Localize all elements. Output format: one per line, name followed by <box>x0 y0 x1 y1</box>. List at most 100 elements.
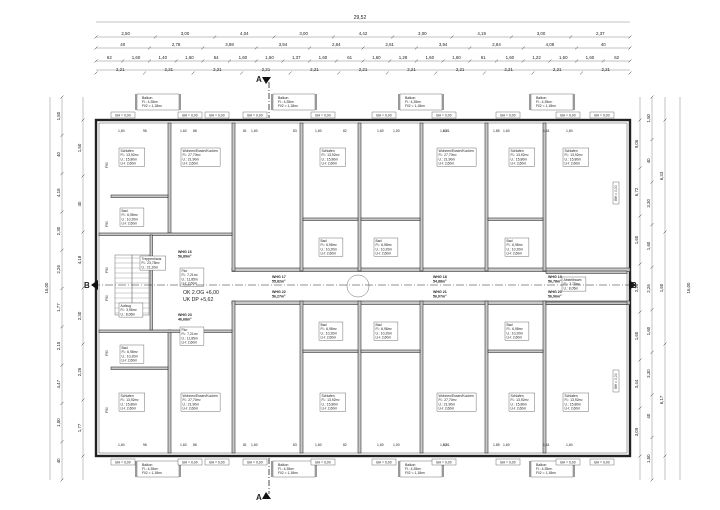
svg-text:Wohnen/Essen/Kochen: Wohnen/Essen/Kochen <box>439 394 474 398</box>
svg-text:Fl.: 7,21m²: Fl.: 7,21m² <box>182 332 199 336</box>
balcony-title: Balkon <box>536 463 546 467</box>
svg-text:Fl.: 3,75m²: Fl.: 3,75m² <box>564 282 581 286</box>
svg-text:Fl.: 13,92m²: Fl.: 13,92m² <box>322 398 341 402</box>
f90-label: F90 <box>105 407 109 413</box>
balcony-area: Fl.: 4,35m² <box>278 100 295 104</box>
svg-text:Bad: Bad <box>122 209 128 213</box>
window-dimension-alt: 86 <box>193 443 197 447</box>
leftdims-value: 1,50 <box>77 143 82 152</box>
bh-label-top: BH = 0,00 <box>310 111 336 119</box>
svg-text:Bad: Bad <box>321 239 327 243</box>
window-dimension-alt: 1,81 <box>443 443 450 447</box>
svg-text:Wohnen/Essen/Kochen: Wohnen/Essen/Kochen <box>439 149 474 153</box>
f90-label: F90 <box>105 162 109 168</box>
window-dimension: 1,60 <box>503 443 510 447</box>
bh-label-top: BH = 0,00 <box>110 111 136 119</box>
row2-value: 3,94 <box>439 42 448 47</box>
right-total-dimension: 16,00 <box>686 282 691 294</box>
rightdims-value: 2,26 <box>634 283 639 292</box>
bh-label-bottom: BH = 0,00 <box>110 458 136 466</box>
svg-text:LH: 2,60m: LH: 2,60m <box>507 252 523 256</box>
row3b-value: 2,21 <box>456 67 465 72</box>
svg-text:U.: 15,80m: U.: 15,80m <box>322 157 339 161</box>
row1-value: 3,00 <box>537 31 546 36</box>
svg-text:Fl.: 27,70m²: Fl.: 27,70m² <box>439 153 458 157</box>
svg-text:LH: 2,60m: LH: 2,60m <box>376 252 392 256</box>
row1-value: 3,00 <box>299 31 308 36</box>
bh-label-bottom: BH = 0,00 <box>177 458 203 466</box>
svg-text:BH = 0,00: BH = 0,00 <box>315 113 330 117</box>
svg-text:Wohnen/Essen/Kochen: Wohnen/Essen/Kochen <box>183 394 218 398</box>
svg-text:Schlafen: Schlafen <box>121 149 134 153</box>
row3-value: 1,60 <box>452 55 461 60</box>
bh-label-bottom: BH = 0,00 <box>242 458 268 466</box>
row3-value: 1,37 <box>292 55 301 60</box>
svg-text:Bad: Bad <box>507 323 513 327</box>
bh-label-top: BH = 0,00 <box>555 111 581 119</box>
bh-label-bottom: BH = 0,00 <box>204 458 230 466</box>
section-b-right: B <box>631 281 637 290</box>
f90-label: F90 <box>105 267 109 273</box>
svg-text:Fl.: 6,98m²: Fl.: 6,98m² <box>122 213 139 217</box>
row3-value: 1,60 <box>372 55 381 60</box>
rightdims-value: 3,30 <box>646 199 651 208</box>
balcony-area: Fl.: 4,35m² <box>142 100 159 104</box>
svg-text:LH: 2,60m: LH: 2,60m <box>322 162 338 166</box>
row3-value: 1,60 <box>586 55 595 60</box>
unit-area: 55,82m² <box>272 280 286 284</box>
rightdims-value: 1,60 <box>659 283 664 292</box>
leftdims-value: 40 <box>77 201 82 206</box>
right-dimension-chains: 1,50403,301,602,261,603,30401,506,331,60… <box>634 95 691 482</box>
window-dimension: 1,60 <box>251 443 258 447</box>
svg-text:LH: 2,60m: LH: 2,60m <box>182 282 198 286</box>
rightdims-value: 1,50 <box>646 454 651 463</box>
leftdims-value: 2,30 <box>77 311 82 320</box>
bh-label-top: BH = 0,00 <box>589 111 615 119</box>
row2-value: 3,98 <box>225 42 234 47</box>
balcony-area: Fl.: 4,35m² <box>536 467 553 471</box>
svg-text:Fl.: 6,98m²: Fl.: 6,98m² <box>507 327 524 331</box>
svg-text:Fl.: 13,92m²: Fl.: 13,92m² <box>121 153 140 157</box>
left-total-dimension: 16,00 <box>44 282 49 294</box>
svg-text:U.: 11,85m: U.: 11,85m <box>182 336 199 340</box>
svg-text:Schlafen: Schlafen <box>511 394 524 398</box>
window-dimensions: 1,601,601,601,601,601,601,601,601,601,60… <box>118 129 573 447</box>
balcony-title: Balkon <box>536 96 546 100</box>
svg-text:LH: 2,60m: LH: 2,60m <box>376 336 392 340</box>
svg-text:LH: 2,60m: LH: 2,60m <box>439 407 455 411</box>
svg-text:LH: 2,60m: LH: 2,60m <box>565 407 581 411</box>
window-dimension: 1,60 <box>440 129 447 133</box>
svg-text:LH: 2,60m: LH: 2,60m <box>121 407 137 411</box>
svg-text:LH: 2,60m: LH: 2,60m <box>322 407 338 411</box>
f90-label: F90 <box>105 221 109 227</box>
svg-text:Bad: Bad <box>122 346 128 350</box>
row3-value: 62 <box>107 55 112 60</box>
unit-area: 56,06m² <box>548 295 562 299</box>
rightdims-value: 40 <box>646 413 651 418</box>
bh-label-top: BH = 0,00 <box>204 111 230 119</box>
rightdims-value: 3,30 <box>646 369 651 378</box>
bh-label-side: BH = 0,00 <box>612 369 620 393</box>
window-dimension-alt: 83 <box>293 443 297 447</box>
svg-text:U.: 10,20m: U.: 10,20m <box>122 217 139 221</box>
window-dimension: 1,60 <box>566 129 573 133</box>
unit-area: 46,68m² <box>178 318 192 322</box>
row3-value: 1,22 <box>532 55 541 60</box>
level-ok: OK 2.OG +6,00 <box>183 290 219 296</box>
